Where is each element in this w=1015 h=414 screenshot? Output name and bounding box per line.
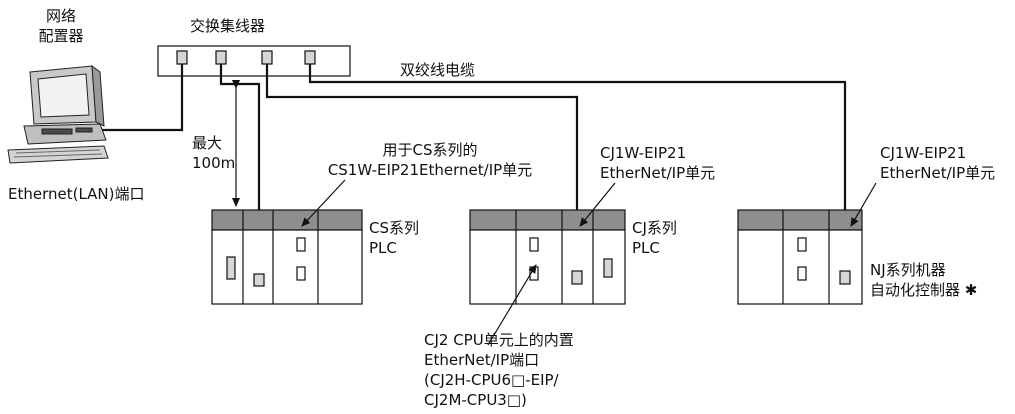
nj-plc-label: NJ系列机器 自动化控制器 ✱	[870, 260, 977, 300]
configurator-label-line2: 配置器	[38, 27, 84, 45]
max-distance-label: 最大 100m	[192, 133, 235, 173]
hub-port	[176, 50, 188, 65]
computer-icon	[7, 64, 109, 164]
cj2-port-label-line3: (CJ2H-CPU6□-EIP/	[424, 371, 559, 389]
cj-series-plc	[469, 209, 626, 305]
nj-unit-pointer	[850, 182, 877, 227]
cj-plc-label-line2: PLC	[632, 239, 660, 257]
cj-unit-label-line2: EtherNet/IP单元	[600, 164, 716, 182]
cj-unit-label: CJ1W-EIP21 EtherNet/IP单元	[600, 143, 715, 183]
nj-series-controller	[737, 209, 863, 305]
ethernet-port-label: Ethernet(LAN)端口	[8, 185, 145, 203]
cs-plc-label-line1: CS系列	[369, 219, 419, 237]
cj2-port-label: CJ2 CPU单元上的内置 EtherNet/IP端口 (CJ2H-CPU6□-…	[424, 330, 574, 410]
switching-hub	[157, 45, 351, 77]
cs-plc-label: CS系列 PLC	[369, 218, 419, 258]
cs-unit-label-line1: 用于CS系列的	[382, 141, 478, 159]
cs-series-plc	[211, 209, 363, 305]
cj-unit-pointer	[579, 182, 616, 227]
max-distance-line1: 最大	[192, 134, 223, 152]
configurator-label-line1: 网络	[45, 7, 76, 25]
nj-plc-label-line2: 自动化控制器 ✱	[870, 281, 978, 299]
hub-port	[215, 50, 227, 65]
cs-unit-label: 用于CS系列的 CS1W-EIP21Ethernet/IP单元	[300, 140, 560, 180]
switching-hub-label: 交换集线器	[190, 17, 266, 35]
cs-plc-label-line2: PLC	[369, 239, 397, 257]
cs-unit-pointer	[301, 179, 346, 227]
configurator-label: 网络 配置器	[36, 6, 86, 46]
nj-plc-label-line1: NJ系列机器	[870, 261, 946, 279]
hub-port	[304, 50, 316, 65]
nj-unit-label-line2: EtherNet/IP单元	[880, 164, 996, 182]
hub-port	[261, 50, 273, 65]
cj2-port-pointer	[487, 264, 537, 346]
nj-unit-label: CJ1W-EIP21 EtherNet/IP单元	[880, 143, 995, 183]
pointer-arrows	[301, 179, 877, 346]
max-distance-line2: 100m	[192, 154, 236, 172]
nj-unit-label-line1: CJ1W-EIP21	[880, 144, 967, 162]
cj2-port-label-line1: CJ2 CPU单元上的内置	[424, 331, 574, 349]
twisted-pair-cables	[102, 64, 847, 275]
cj-unit-label-line1: CJ1W-EIP21	[600, 144, 687, 162]
cj-plc-label: CJ系列 PLC	[632, 218, 677, 258]
cj-plc-label-line1: CJ系列	[632, 219, 677, 237]
cs-unit-label-line2: CS1W-EIP21Ethernet/IP单元	[327, 161, 533, 179]
cj2-port-label-line4: CJ2M-CPU3□)	[424, 391, 527, 409]
cj2-port-label-line2: EtherNet/IP端口	[424, 351, 540, 369]
twisted-pair-cable-label: 双绞线电缆	[400, 61, 476, 79]
